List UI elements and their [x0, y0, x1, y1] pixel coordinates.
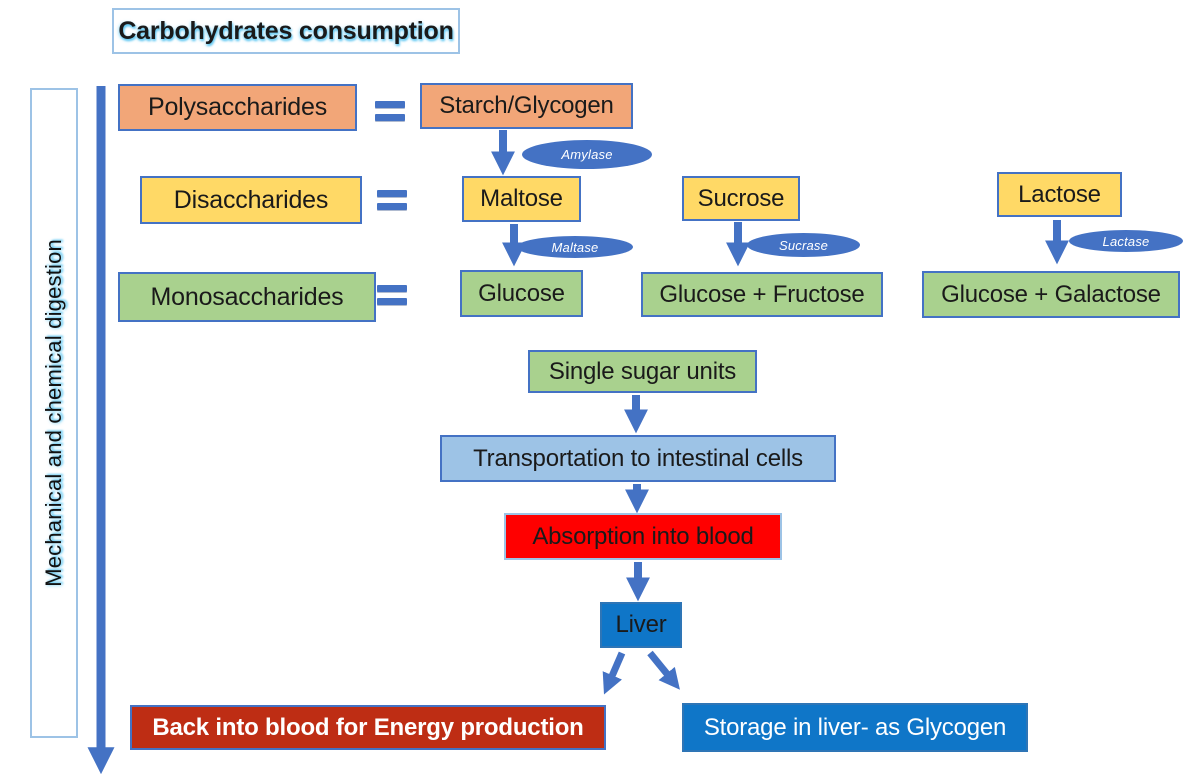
absorption-label: Absorption into blood — [532, 522, 754, 550]
maltase-ellipse: Maltase — [517, 236, 633, 258]
glucose-galactose-label: Glucose + Galactose — [941, 280, 1161, 308]
title-box: Carbohydrates consumption — [112, 8, 460, 54]
maltose-label: Maltose — [480, 185, 563, 212]
transportation-box: Transportation to intestinal cells — [440, 435, 836, 482]
arrow-liver-storage — [647, 650, 680, 690]
liver-box: Liver — [600, 602, 682, 648]
single-sugar-units-box: Single sugar units — [528, 350, 757, 393]
sucrase-ellipse: Sucrase — [747, 233, 860, 257]
glycogen-storage-box: Storage in liver- as Glycogen — [682, 703, 1028, 752]
starch-glycogen-label: Starch/Glycogen — [439, 92, 614, 119]
liver-label: Liver — [615, 611, 667, 638]
energy-production-label: Back into blood for Energy production — [152, 713, 584, 741]
single-sugar-units-label: Single sugar units — [548, 357, 737, 385]
monosaccharides-box: Monosaccharides — [118, 272, 376, 322]
equals-icon — [375, 101, 405, 127]
energy-production-box: Back into blood for Energy production — [130, 705, 606, 750]
lactase-ellipse: Lactase — [1069, 230, 1183, 252]
transportation-label: Transportation to intestinal cells — [473, 444, 803, 472]
equals-icon — [377, 285, 407, 311]
polysaccharides-label: Polysaccharides — [147, 93, 328, 121]
disaccharides-label: Disaccharides — [173, 185, 329, 214]
absorption-box: Absorption into blood — [504, 513, 782, 560]
glucose-galactose-box: Glucose + Galactose — [922, 271, 1180, 318]
sucrose-box: Sucrose — [682, 176, 800, 221]
glucose-label: Glucose — [478, 279, 565, 307]
glucose-fructose-box: Glucose + Fructose — [641, 272, 883, 317]
sucrose-label: Sucrose — [697, 184, 785, 212]
side-label: Mechanical and chemical digestion — [41, 239, 66, 587]
sucrase-label: Sucrase — [778, 237, 829, 253]
maltase-label: Maltase — [551, 239, 599, 255]
side-label-box: Mechanical and chemical digestion — [30, 88, 78, 738]
amylase-label: Amylase — [561, 147, 613, 162]
page-title: Carbohydrates consumption — [118, 16, 454, 45]
glucose-fructose-label: Glucose + Fructose — [659, 280, 865, 308]
maltose-box: Maltose — [462, 176, 581, 222]
glycogen-storage-label: Storage in liver- as Glycogen — [703, 713, 1007, 741]
polysaccharides-box: Polysaccharides — [118, 84, 357, 131]
lactose-box: Lactose — [997, 172, 1122, 217]
disaccharides-box: Disaccharides — [140, 176, 362, 224]
equals-icon — [377, 190, 407, 216]
starch-glycogen-box: Starch/Glycogen — [420, 83, 633, 129]
lactase-label: Lactase — [1102, 233, 1150, 249]
glucose-box: Glucose — [460, 270, 583, 317]
amylase-ellipse: Amylase — [522, 140, 652, 169]
arrow-liver-energy — [602, 651, 626, 695]
monosaccharides-label: Monosaccharides — [150, 282, 344, 311]
lactose-label: Lactose — [1018, 180, 1101, 208]
